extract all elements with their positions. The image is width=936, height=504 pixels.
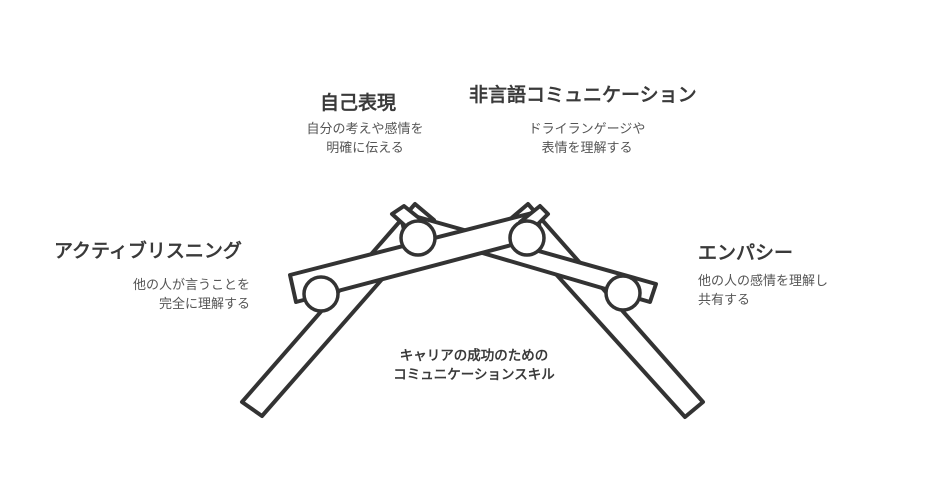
center-caption: キャリアの成功のための コミュニケーションスキル	[374, 347, 574, 385]
nonverbal-desc-line-2: 表情を理解する	[541, 141, 633, 156]
self-expression-desc-line-1: 自分の考えや感情を	[306, 122, 424, 137]
self-expression-desc-line-2: 明確に伝える	[326, 141, 404, 156]
center-caption-line-2: コミュニケーションスキル	[393, 367, 555, 383]
active-listening-description: 他の人が言うことを 完全に理解する	[80, 276, 250, 314]
empathy-desc-line-2: 共有する	[698, 293, 751, 308]
empathy-description: 他の人の感情を理解し 共有する	[698, 272, 878, 310]
active-listening-desc-line-2: 完全に理解する	[158, 297, 250, 312]
empathy-desc-line-1: 他の人の感情を理解し	[698, 274, 829, 289]
joint-circle-left	[302, 275, 340, 313]
active-listening-desc-line-1: 他の人が言うことを	[132, 278, 250, 293]
self-expression-title: 自己表現	[320, 92, 397, 114]
joint-circle-right	[604, 274, 642, 312]
nonverbal-desc-line-1: ドライランゲージや	[528, 122, 646, 137]
nonverbal-communication-title: 非言語コミュニケーション	[469, 84, 697, 106]
nonverbal-communication-description: ドライランゲージや 表情を理解する	[512, 120, 662, 158]
empathy-title: エンパシー	[698, 242, 794, 264]
self-expression-description: 自分の考えや感情を 明確に伝える	[290, 120, 440, 158]
active-listening-title: アクティブリスニング	[54, 240, 242, 262]
joint-circle-apex-right	[508, 219, 546, 257]
center-caption-line-1: キャリアの成功のための	[399, 348, 549, 364]
joint-circle-apex-left	[399, 219, 437, 257]
